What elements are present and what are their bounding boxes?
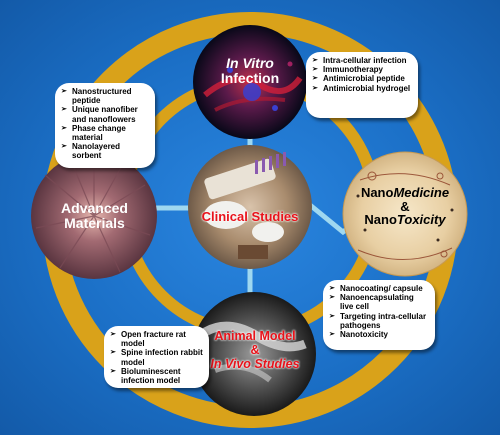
list-item: Targeting intra-cellular pathogens <box>329 312 429 330</box>
label-in-vitro-line2: Infection <box>220 70 280 87</box>
label-nano-line1a: Nano <box>360 185 394 200</box>
list-item: Nanotoxicity <box>329 330 429 339</box>
label-in-vitro: In Vitro Infection <box>195 55 305 87</box>
label-nano-line2: & <box>400 198 410 214</box>
box-animal-model: Open fracture rat model Spine infection … <box>104 326 209 388</box>
list-item: Antimicrobial hydrogel <box>312 84 412 93</box>
list-item: Antimicrobial peptide <box>312 74 412 83</box>
list-item: Bioluminescent infection model <box>110 367 203 385</box>
list-item: Spine infection rabbit model <box>110 348 203 366</box>
label-clinical-text: Clinical Studies <box>201 209 299 224</box>
label-nano-line1b: Medicine <box>393 185 450 200</box>
list-item: Unique nanofiber and nanoflowers <box>61 105 149 123</box>
label-nanomedicine: NanoMedicine & NanoToxicity <box>340 186 470 227</box>
label-in-vitro-line1: In Vitro <box>226 55 274 71</box>
label-clinical-studies: Clinical Studies <box>190 209 310 224</box>
box-in-vitro: Intra-cellular infection Immunotherapy A… <box>306 52 418 118</box>
photo-animal <box>192 292 316 416</box>
photo-clinical <box>188 145 312 269</box>
list-item: Nanocoating/ capsule <box>329 284 429 293</box>
label-animal-model: Animal Model & In Vivo Studies <box>190 329 320 371</box>
label-advanced-line2: Materials <box>64 215 125 232</box>
label-nano-line3a: Nano <box>364 212 397 228</box>
list-item: Intra-cellular infection <box>312 56 412 65</box>
list-item: Open fracture rat model <box>110 330 203 348</box>
list-item: Phase change material <box>61 124 149 142</box>
list-item: Nanoencapsulating live cell <box>329 293 429 311</box>
label-animal-line2: & <box>250 342 260 357</box>
label-advanced-line1: Advanced <box>61 200 128 216</box>
label-advanced-materials: Advanced Materials <box>32 200 157 232</box>
label-animal-line1: Animal Model <box>214 329 296 343</box>
list-item: Immunotherapy <box>312 65 412 74</box>
list-item: Nanostructured peptide <box>61 87 149 105</box>
box-advanced-materials: Nanostructured peptide Unique nanofiber … <box>55 83 155 168</box>
photo-nano <box>342 151 468 277</box>
photo-advanced <box>31 153 157 279</box>
list-item: Nanolayered sorbent <box>61 142 149 160</box>
photo-invitro <box>193 25 307 139</box>
box-nanomedicine: Nanocoating/ capsule Nanoencapsulating l… <box>323 280 435 350</box>
label-nano-line3b: Toxicity <box>396 212 446 228</box>
label-animal-line3: In Vivo Studies <box>210 356 300 371</box>
